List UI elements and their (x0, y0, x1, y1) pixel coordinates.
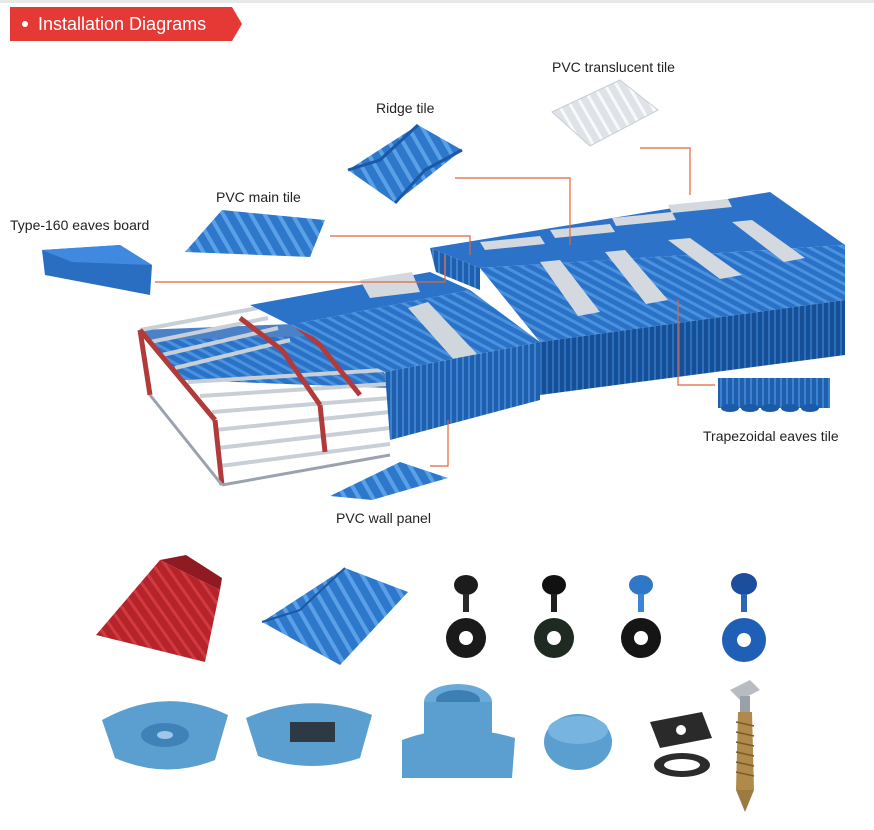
saddle-washer-1 (102, 701, 228, 770)
header-banner-shape (10, 7, 242, 41)
label-pvc-main-tile: PVC main tile (216, 189, 301, 205)
high-roof-top (430, 192, 845, 268)
low-roof-skylight (408, 302, 478, 362)
washer-cap (544, 714, 612, 770)
cap-washer-black-2 (534, 575, 574, 658)
self-drilling-screw (730, 680, 760, 812)
label-eaves-board: Type-160 eaves board (10, 217, 150, 233)
label-ridge-tile: Ridge tile (376, 100, 435, 116)
cap-washer-blue-1 (621, 575, 661, 658)
top-border (0, 0, 874, 3)
label-pvc-translucent-tile: PVC translucent tile (552, 59, 675, 75)
end-wall (430, 248, 480, 290)
saddle-washer-3 (402, 684, 515, 778)
bullet-icon (22, 21, 28, 27)
trapezoidal-eaves-tile-image (718, 378, 830, 412)
high-roof-skylights (360, 199, 805, 316)
leader-lines (155, 147, 715, 467)
label-pvc-wall-panel: PVC wall panel (336, 510, 431, 526)
section-header: Installation Diagrams (10, 7, 242, 41)
pvc-translucent-tile-image (551, 79, 659, 147)
ridge-tile-image (347, 123, 463, 205)
red-ridge-tile-image (96, 555, 222, 662)
low-roof-slope (290, 290, 540, 372)
warehouse-building (137, 192, 845, 487)
label-trapezoidal-eaves-tile: Trapezoidal eaves tile (703, 428, 839, 444)
pvc-wall-panel-image (330, 462, 448, 500)
square-washer-and-ring (650, 712, 712, 777)
section-title: Installation Diagrams (38, 14, 207, 34)
low-wall (385, 342, 540, 440)
eaves-board-image (42, 245, 152, 295)
pvc-main-tile-image (185, 210, 325, 257)
cap-washer-black-1 (446, 575, 486, 658)
blue-ridge-tile-image (261, 567, 408, 665)
high-roof-slope (480, 245, 845, 342)
cap-washer-blue-2 (722, 573, 766, 662)
high-wall (540, 300, 845, 395)
steel-frame (137, 306, 391, 487)
saddle-washer-2 (246, 703, 372, 767)
